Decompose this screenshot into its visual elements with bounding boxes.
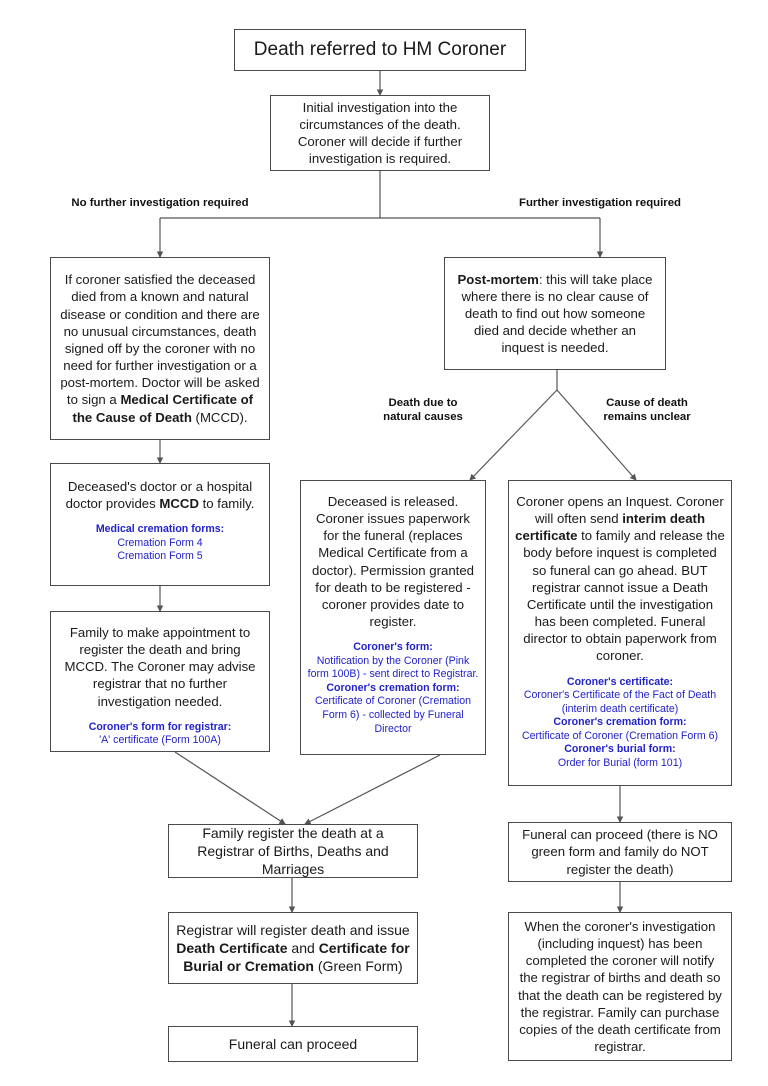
node-initial-investigation: Initial investigation into the circumsta… <box>270 95 490 171</box>
node-doctor-provides-mccd: Deceased's doctor or a hospital doctor p… <box>50 463 270 586</box>
node-coroner-inquest: Coroner opens an Inquest. Coroner will o… <box>508 480 732 786</box>
node-registrar-issues: Registrar will register death and issue … <box>168 912 418 984</box>
node-post-mortem: Post-mortem: this will take place where … <box>444 257 666 370</box>
edge-label-natural-causes: Death due to natural causes <box>383 397 463 424</box>
node-coroner-inquest-forms: Coroner's certificate: Coroner's Certifi… <box>509 676 731 771</box>
node-coroner-notify-registrar-text: When the coroner's investigation (includ… <box>518 918 722 1054</box>
blue-heading-1: Coroner's cremation form: <box>326 681 460 694</box>
dpm-line1: Deceased's doctor or a hospital doctor p… <box>65 479 253 512</box>
node-funeral-proceed-text: Funeral can proceed <box>228 1035 358 1052</box>
blue-line-0-0: Coroner's Certificate of the Fact of Dea… <box>523 689 717 702</box>
blue-item-1: Cremation Form 5 <box>117 550 203 563</box>
edge-label-no-further-investigation: No further investigation required <box>71 197 249 209</box>
dpm-bold: MCCD <box>159 496 199 512</box>
ri-bold1: Death Certificate <box>176 939 288 956</box>
node-family-appointment-forms: Coroner's form for registrar: 'A' certif… <box>51 721 269 748</box>
blue-heading: Coroner's form for registrar: <box>88 720 232 733</box>
pm-bold: Post-mortem <box>457 271 539 287</box>
node-post-mortem-text: Post-mortem: this will take place where … <box>445 271 665 357</box>
pm-text: : this will take place where there is no… <box>461 271 653 356</box>
blue-line-0-1: (interim death certificate) <box>561 702 679 715</box>
node-coroner-inquest-text: Coroner opens an Inquest. Coroner will o… <box>509 493 731 665</box>
blue-line-2-0: Order for Burial (form 101) <box>557 756 683 769</box>
node-deceased-released-forms: Coroner's form: Notification by the Coro… <box>301 641 485 736</box>
edge-label-cause-unclear: Cause of death remains unclear <box>603 397 691 424</box>
blue-item-0: 'A' certificate (Form 100A) <box>99 734 221 747</box>
node-no-further-investigation: If coroner satisfied the deceased died f… <box>50 257 270 440</box>
nfi-line2: (MCCD). <box>191 409 248 425</box>
ci-line1: Coroner opens an Inquest. Coroner will o… <box>516 494 724 527</box>
blue-heading-0: Coroner's certificate: <box>566 675 674 688</box>
blue-heading-0: Coroner's form: <box>353 641 433 654</box>
blue-heading: Medical cremation forms: <box>95 523 225 536</box>
dpm-line2: to family. <box>198 496 255 512</box>
nfi-bold: Medical Certificate of the Cause of Deat… <box>72 392 254 425</box>
ci-bold: interim death certificate <box>515 511 706 544</box>
node-start: Death referred to HM Coroner <box>234 29 526 71</box>
node-start-text: Death referred to HM Coroner <box>253 38 507 60</box>
ri-line1: Registrar will register death and issue <box>176 921 410 938</box>
node-family-appointment-text: Family to make appointment to register t… <box>64 625 256 709</box>
ri-bold2: Certificate for Burial or Cremation <box>183 939 410 975</box>
node-family-appointment: Family to make appointment to register t… <box>50 611 270 752</box>
edge-label-further-investigation: Further investigation required <box>518 197 682 209</box>
node-funeral-proceed: Funeral can proceed <box>168 1026 418 1062</box>
ri-mid: and <box>287 939 319 956</box>
node-registrar-issues-text: Registrar will register death and issue … <box>169 921 417 976</box>
node-family-register-text: Family register the death at a Registrar… <box>197 824 389 878</box>
node-doctor-provides-mccd-text: Deceased's doctor or a hospital doctor p… <box>51 478 269 512</box>
ri-line2: (Green Form) <box>314 958 403 975</box>
node-no-further-investigation-text: If coroner satisfied the deceased died f… <box>51 271 269 425</box>
node-funeral-proceed-no-green-text: Funeral can proceed (there is NO green f… <box>522 827 718 877</box>
blue-line-1-0: Certificate of Coroner (Cremation Form 6… <box>521 729 719 742</box>
node-doctor-provides-mccd-forms: Medical cremation forms: Cremation Form … <box>51 523 269 564</box>
node-funeral-proceed-no-green: Funeral can proceed (there is NO green f… <box>508 822 732 882</box>
blue-heading-1: Coroner's cremation form: <box>553 716 687 729</box>
node-deceased-released-text: Deceased is released. Coroner issues pap… <box>312 494 474 630</box>
nfi-line1: If coroner satisfied the deceased died f… <box>60 272 260 408</box>
blue-heading-2: Coroner's burial form: <box>564 743 676 756</box>
node-coroner-notify-registrar: When the coroner's investigation (includ… <box>508 912 732 1061</box>
node-deceased-released: Deceased is released. Coroner issues pap… <box>300 480 486 755</box>
blue-line-1-0: Certificate of Coroner (Cremation Form 6… <box>314 695 472 735</box>
blue-line-0-0: Notification by the Coroner (Pink form 1… <box>307 654 479 681</box>
node-initial-investigation-text: Initial investigation into the circumsta… <box>297 99 463 167</box>
blue-item-0: Cremation Form 4 <box>117 536 203 549</box>
node-family-register: Family register the death at a Registrar… <box>168 824 418 878</box>
ci-line2: to family and release the body before in… <box>523 528 725 664</box>
